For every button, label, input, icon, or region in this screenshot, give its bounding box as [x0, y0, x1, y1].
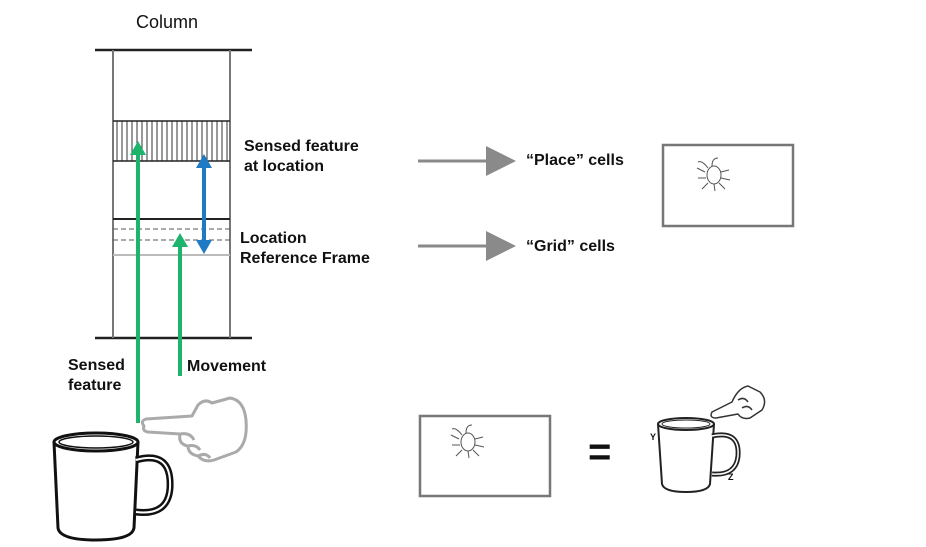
- axis-z-label: Z: [728, 472, 734, 482]
- rat-environment-box: [418, 414, 552, 498]
- column-title: Column: [136, 12, 199, 32]
- pointing-hand-icon: [140, 396, 248, 463]
- bidirectional-arrow: [196, 154, 212, 254]
- small-mug: [657, 417, 741, 494]
- axis-y-label: Y: [650, 432, 657, 442]
- small-pointing-hand-icon: [710, 385, 766, 420]
- location-layer: [113, 218, 230, 256]
- location-label-line1: Location: [240, 230, 307, 247]
- sensed-feature-at-location-label-line2: at location: [244, 158, 325, 175]
- sensed-feature-input-label-line1: Sensed: [68, 357, 125, 374]
- movement-arrow: [172, 233, 188, 376]
- place-cells-box: [661, 143, 795, 228]
- cortical-column: [95, 48, 252, 340]
- reference-frame-label-line2: Reference Frame: [240, 250, 370, 267]
- place-cells-label: “Place” cells: [526, 152, 624, 169]
- equals-sign: =: [588, 430, 612, 474]
- grid-cells-label: “Grid” cells: [526, 238, 615, 255]
- movement-label: Movement: [187, 358, 267, 375]
- rat-icon: [696, 157, 731, 192]
- sensed-feature-arrow: [130, 141, 146, 423]
- sensed-feature-at-location-label-line1: Sensed feature: [244, 138, 359, 155]
- sensed-feature-input-label-line2: feature: [68, 377, 122, 394]
- coffee-mug: [52, 431, 174, 542]
- rat-icon: [450, 424, 485, 459]
